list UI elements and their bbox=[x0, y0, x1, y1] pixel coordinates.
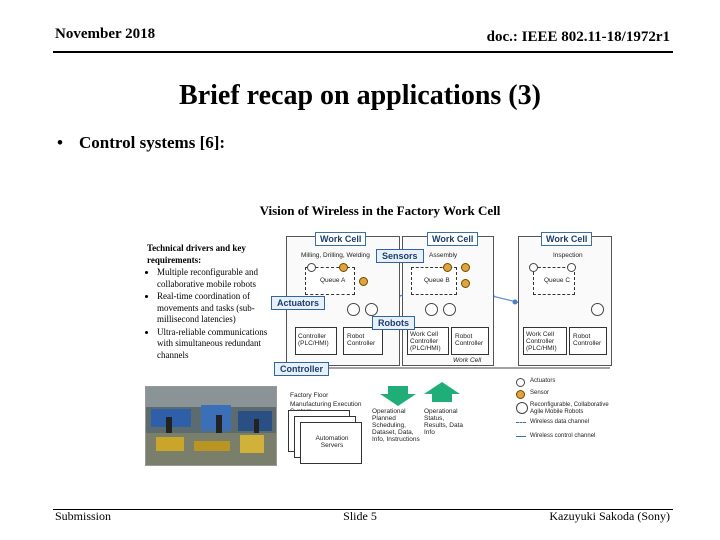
header-rule bbox=[53, 51, 673, 53]
work-cell-tag: Work Cell bbox=[541, 232, 593, 246]
actuator-node bbox=[529, 263, 538, 272]
factory-floor-label: Factory Floor bbox=[290, 392, 329, 399]
robot-controller-label: Robot Controller bbox=[347, 333, 376, 347]
bullet-marker: • bbox=[57, 133, 63, 152]
bullet-text: Control systems [6]: bbox=[79, 133, 226, 152]
cell-controller-label: Controller (PLC/HMI) bbox=[298, 333, 329, 347]
robot-node bbox=[347, 303, 360, 316]
requirements-lead: Technical drivers and key requirements: bbox=[147, 243, 246, 265]
robots-callout: Robots bbox=[372, 316, 415, 330]
work-cell-tag: Work Cell bbox=[315, 232, 367, 246]
requirement-item: Multiple reconfigurable and collaborativ… bbox=[157, 267, 273, 290]
legend-actuators: Actuators bbox=[530, 378, 556, 384]
sensor-node bbox=[461, 279, 470, 288]
legend: Actuators Sensor Reconfigurable, Collabo… bbox=[516, 376, 620, 456]
legend-actuator-icon bbox=[516, 378, 525, 387]
cell-task-label: Inspection bbox=[553, 252, 583, 259]
cell-task-label: Assembly bbox=[429, 252, 458, 259]
footer-rule bbox=[53, 509, 673, 510]
queue-a-label: Queue A bbox=[320, 277, 346, 284]
robot-controller-label: Robot Controller bbox=[455, 333, 484, 347]
status-label: Operational Status, Results, Data Info bbox=[424, 408, 464, 436]
sensors-callout: Sensors bbox=[376, 249, 424, 263]
requirements-text: Technical drivers and key requirements: … bbox=[147, 243, 273, 361]
controller-callout: Controller bbox=[274, 362, 330, 376]
actuator-node bbox=[307, 263, 316, 272]
legend-control-line bbox=[516, 436, 526, 437]
cell-controller-box: Work Cell Controller (PLC/HMI) bbox=[523, 327, 567, 355]
actuators-callout: Actuators bbox=[271, 296, 326, 310]
work-cell-tag: Work Cell bbox=[427, 232, 479, 246]
robot-controller-box: Robot Controller bbox=[343, 327, 383, 355]
work-cell-3: Work Cell Inspection Queue C Work Cell C… bbox=[518, 232, 612, 366]
robot-controller-box: Robot Controller bbox=[451, 327, 489, 355]
legend-sensor-icon bbox=[516, 390, 525, 399]
cell-controller-label: Work Cell Controller (PLC/HMI) bbox=[526, 331, 557, 352]
queue-b-label: Queue B bbox=[424, 277, 450, 284]
robot-node bbox=[425, 303, 438, 316]
footer-submission: Submission bbox=[55, 509, 112, 523]
planned-label: Operational Planned Scheduling, Dataset,… bbox=[372, 408, 420, 443]
work-cell-caption: Work Cell bbox=[453, 357, 482, 364]
cell-controller-box: Controller (PLC/HMI) bbox=[295, 327, 337, 355]
factory-photo bbox=[145, 386, 277, 466]
actuator-node bbox=[567, 263, 576, 272]
slide-title: Brief recap on applications (3) bbox=[179, 80, 541, 111]
factory-work-cell-figure: Vision of Wireless in the Factory Work C… bbox=[140, 196, 620, 472]
sensor-node bbox=[443, 263, 452, 272]
bullet-item: • Control systems [6]: bbox=[57, 133, 225, 153]
robot-controller-box: Robot Controller bbox=[569, 327, 607, 355]
footer-author: Kazuyuki Sakoda (Sony) bbox=[549, 509, 670, 523]
robot-node bbox=[443, 303, 456, 316]
requirement-item: Ultra-reliable communications with simul… bbox=[157, 327, 273, 362]
cell-controller-label: Work Cell Controller (PLC/HMI) bbox=[410, 331, 441, 352]
legend-data-channel: Wireless data channel bbox=[530, 419, 590, 425]
robot-node bbox=[365, 303, 378, 316]
sensor-node bbox=[461, 263, 470, 272]
legend-data-line bbox=[516, 422, 526, 423]
legend-robot-icon bbox=[516, 402, 528, 414]
queue-b-box: Queue B bbox=[411, 267, 457, 295]
requirement-item: Real-time coordination of movements and … bbox=[157, 291, 273, 326]
queue-c-box: Queue C bbox=[533, 267, 575, 295]
robot-node bbox=[591, 303, 604, 316]
queue-a-box: Queue A bbox=[305, 267, 355, 295]
footer-slide-number: Slide 5 bbox=[343, 509, 377, 523]
automation-servers-box: Automation Servers bbox=[300, 422, 362, 464]
header-doc-id: doc.: IEEE 802.11-18/1972r1 bbox=[486, 29, 670, 45]
legend-sensor: Sensor bbox=[530, 390, 550, 396]
figure-title: Vision of Wireless in the Factory Work C… bbox=[259, 203, 501, 218]
automation-servers-label: Automation Servers bbox=[315, 435, 349, 449]
legend-control-channel: Wireless control channel bbox=[530, 433, 596, 439]
sensor-node bbox=[359, 277, 368, 286]
sensor-node bbox=[339, 263, 348, 272]
work-cell-2: Work Cell Assembly Queue B Work Cell Con… bbox=[402, 232, 494, 366]
legend-robots: Reconfigurable, Collaborative Agile Mobi… bbox=[530, 402, 609, 415]
cell-controller-box: Work Cell Controller (PLC/HMI) bbox=[407, 327, 449, 355]
queue-c-label: Queue C bbox=[544, 277, 571, 284]
header-date: November 2018 bbox=[55, 26, 156, 42]
cell-task-label: Milling, Drilling, Welding bbox=[301, 252, 370, 259]
robot-controller-label: Robot Controller bbox=[573, 333, 602, 347]
